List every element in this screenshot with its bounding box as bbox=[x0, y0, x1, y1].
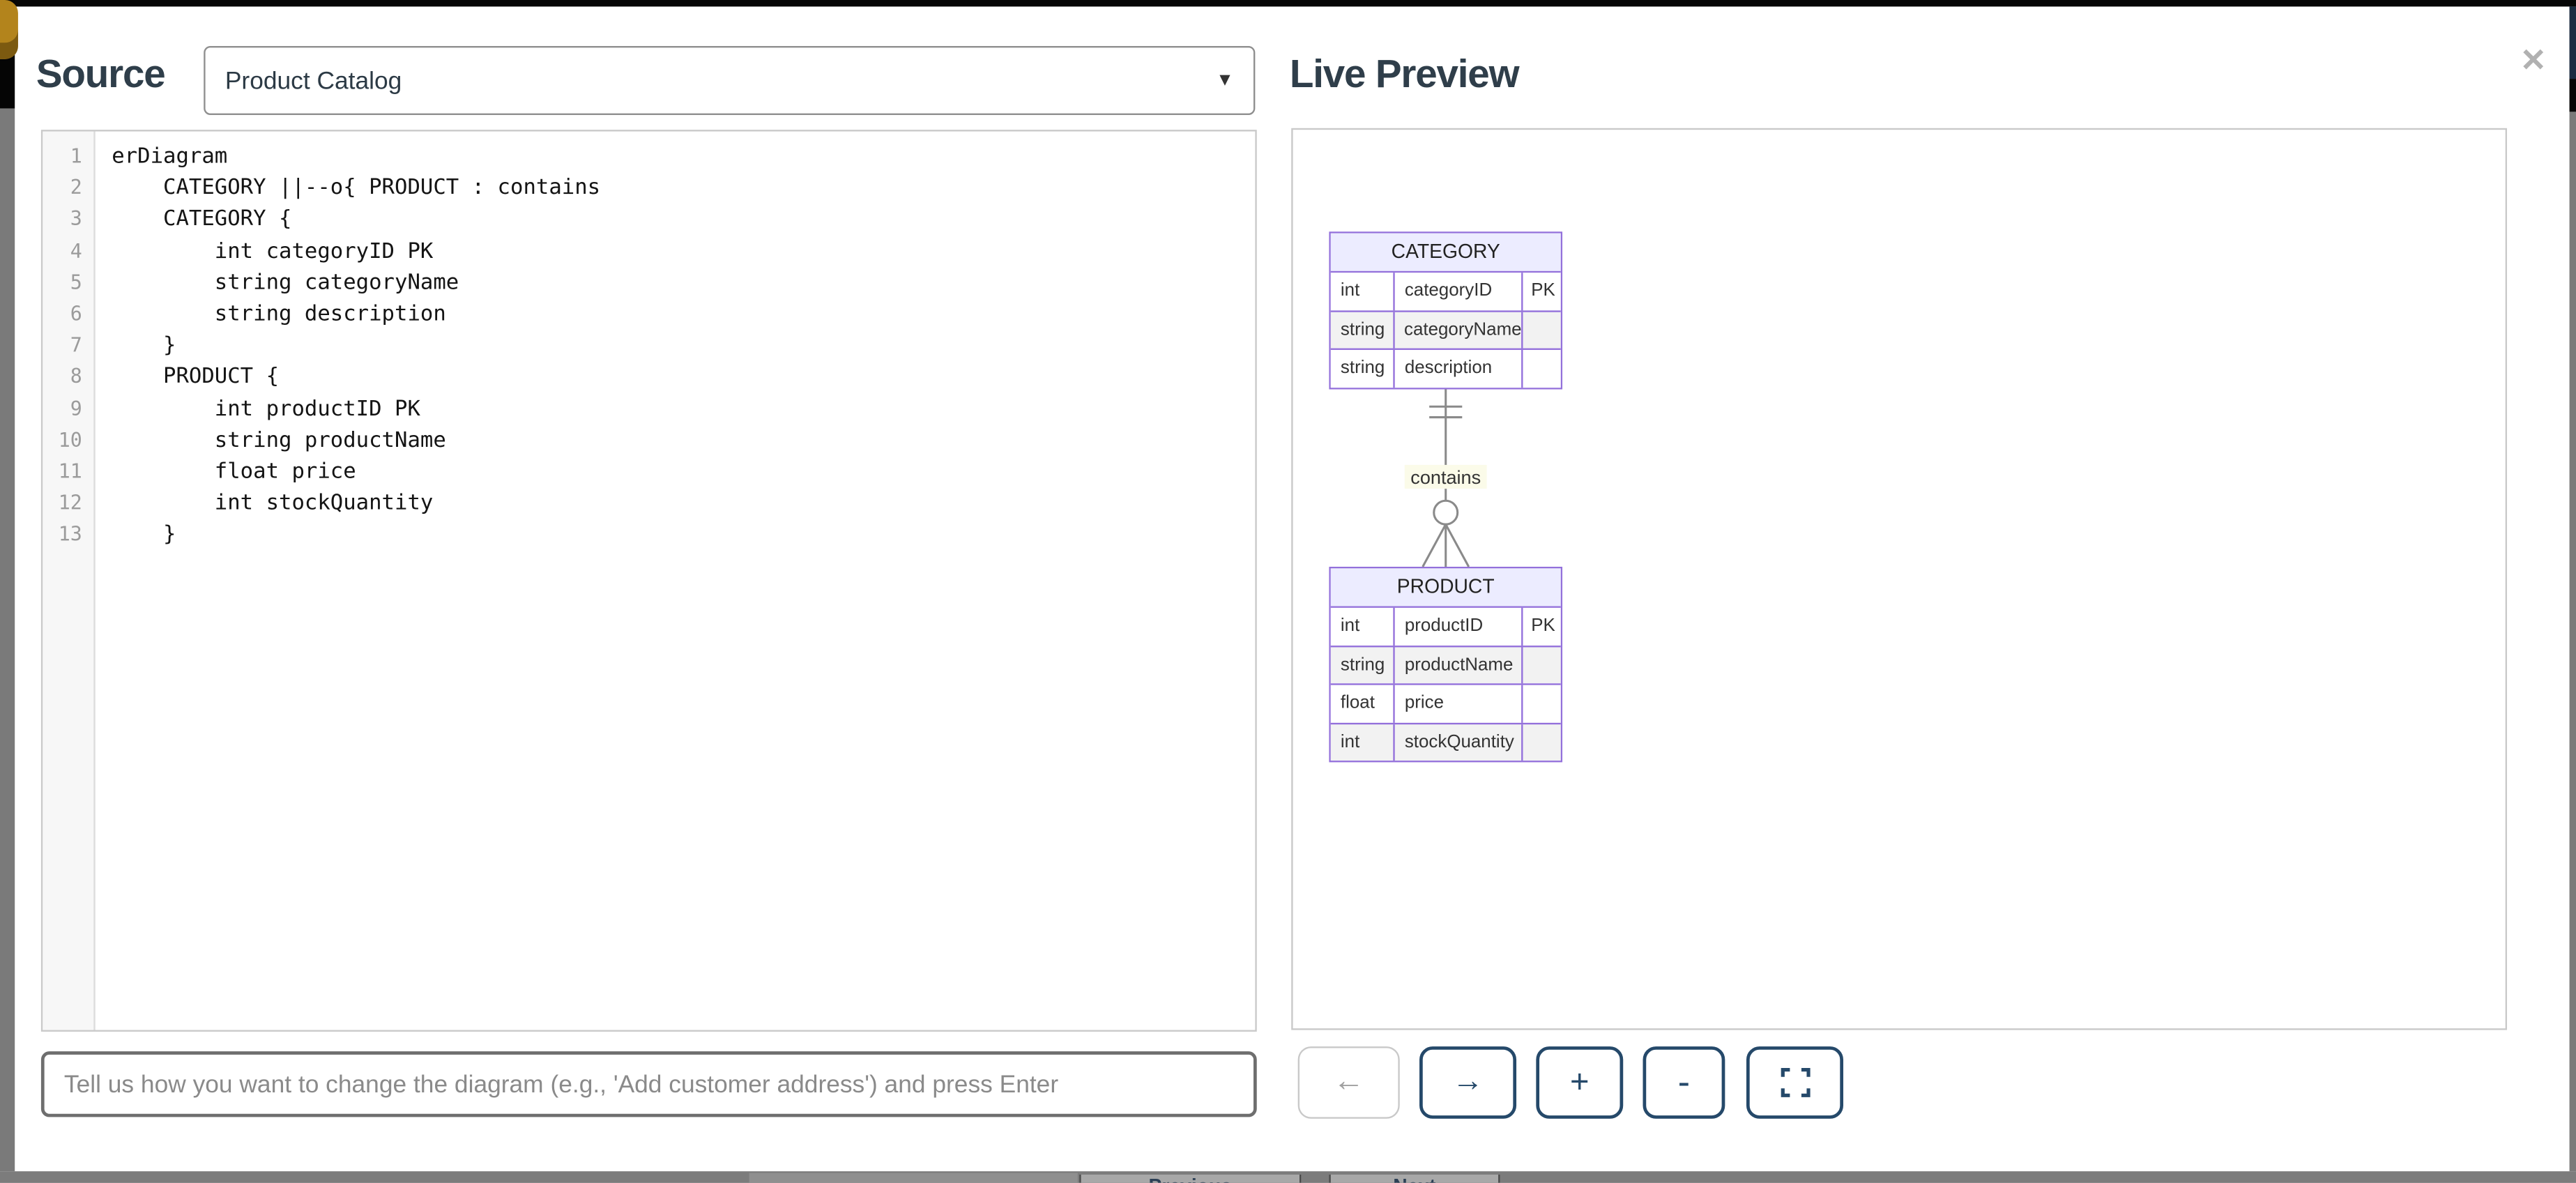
plus-icon: + bbox=[1570, 1063, 1590, 1100]
redo-button[interactable]: → bbox=[1419, 1046, 1517, 1119]
line-number: 9 bbox=[70, 397, 82, 420]
code-line: } bbox=[112, 523, 176, 548]
close-icon[interactable]: ✕ bbox=[2520, 44, 2547, 79]
code-line: int productID PK bbox=[112, 397, 420, 422]
code-line: string categoryName bbox=[112, 270, 459, 296]
attribute-name: categoryName bbox=[1392, 311, 1522, 349]
line-number: 1 bbox=[70, 144, 82, 168]
attribute-name: price bbox=[1393, 685, 1521, 722]
attribute-key: PK bbox=[1521, 607, 1561, 645]
attribute-name: description bbox=[1393, 349, 1521, 387]
relationship-label-bg bbox=[1404, 464, 1487, 489]
change-request-input[interactable] bbox=[40, 1051, 1257, 1117]
next-button-partial[interactable]: Next bbox=[1329, 1174, 1500, 1183]
logo-partial bbox=[0, 0, 18, 59]
background-element-partial bbox=[749, 1173, 1078, 1183]
line-number: 5 bbox=[70, 270, 82, 294]
code-line: CATEGORY ||--o{ PRODUCT : contains bbox=[112, 176, 601, 201]
undo-button[interactable]: ← bbox=[1297, 1046, 1400, 1119]
arrow-right-icon: → bbox=[1452, 1064, 1484, 1099]
arrow-left-icon: ← bbox=[1333, 1064, 1365, 1099]
attribute-name: categoryID bbox=[1393, 273, 1521, 310]
minus-icon: - bbox=[1677, 1061, 1691, 1103]
attribute-type: string bbox=[1340, 358, 1385, 378]
previous-button-partial[interactable]: Previous bbox=[1079, 1174, 1302, 1183]
attribute-key: PK bbox=[1521, 273, 1561, 310]
code-line: PRODUCT { bbox=[112, 365, 280, 390]
line-number: 11 bbox=[58, 459, 82, 483]
code-line: erDiagram bbox=[112, 144, 228, 169]
attribute-name: productID bbox=[1393, 607, 1521, 645]
page-edge-right-navy bbox=[2569, 6, 2576, 79]
code-line: int stockQuantity bbox=[112, 491, 434, 517]
attribute-key bbox=[1521, 685, 1561, 722]
page-edge-top bbox=[0, 0, 2576, 7]
attribute-name: productName bbox=[1393, 646, 1521, 684]
page-edge-right bbox=[2569, 6, 2576, 1172]
page-edge-bottom: Previous Next bbox=[0, 1171, 2576, 1183]
attribute-key bbox=[1521, 646, 1561, 684]
page-edge-right-black bbox=[2569, 79, 2576, 112]
page-edge-left-header bbox=[0, 0, 18, 109]
attribute-type: float bbox=[1340, 693, 1375, 713]
entity-attribute-row: float price bbox=[1330, 683, 1561, 722]
page-edge-left bbox=[0, 108, 15, 1172]
entity-attribute-row: string productName bbox=[1330, 644, 1561, 684]
attribute-key bbox=[1521, 349, 1561, 387]
zoom-out-button[interactable]: - bbox=[1643, 1046, 1725, 1119]
code-line: float price bbox=[112, 459, 356, 485]
code-line: } bbox=[112, 333, 176, 359]
entity-name: CATEGORY bbox=[1330, 233, 1561, 273]
line-number: 6 bbox=[70, 302, 82, 326]
relationship-label: contains bbox=[1410, 466, 1481, 488]
attribute-type: string bbox=[1340, 655, 1385, 675]
attribute-type: string bbox=[1340, 319, 1385, 339]
line-number: 7 bbox=[70, 333, 82, 357]
line-number: 2 bbox=[70, 176, 82, 199]
attribute-key bbox=[1521, 311, 1561, 349]
attribute-name: stockQuantity bbox=[1393, 724, 1521, 761]
entity-name: PRODUCT bbox=[1330, 568, 1561, 608]
zoom-in-button[interactable]: + bbox=[1536, 1046, 1624, 1119]
line-number: 8 bbox=[70, 365, 82, 389]
line-number: 10 bbox=[58, 428, 82, 452]
code-line: CATEGORY { bbox=[112, 207, 292, 233]
line-number: 3 bbox=[70, 207, 82, 231]
live-preview-title: Live Preview bbox=[1289, 52, 1520, 98]
fullscreen-icon bbox=[1780, 1067, 1810, 1097]
entity-attribute-row: int stockQuantity bbox=[1330, 722, 1561, 761]
line-number: 12 bbox=[58, 491, 82, 515]
diagram-select[interactable]: Product Catalog ▼ bbox=[204, 45, 1256, 115]
code-line: string productName bbox=[112, 428, 446, 453]
attribute-type: int bbox=[1340, 616, 1360, 636]
attribute-type: int bbox=[1340, 731, 1360, 752]
attribute-key bbox=[1521, 724, 1561, 761]
fullscreen-button[interactable] bbox=[1746, 1046, 1844, 1119]
er-relationship: contains bbox=[1404, 389, 1487, 567]
editor-code[interactable]: erDiagram CATEGORY ||--o{ PRODUCT : cont… bbox=[96, 132, 1256, 1030]
line-number: 13 bbox=[58, 523, 82, 547]
entity-attribute-row: string description bbox=[1330, 348, 1561, 387]
line-number: 4 bbox=[70, 239, 82, 263]
code-line: int categoryID PK bbox=[112, 239, 434, 264]
diagram-select-value: Product Catalog bbox=[224, 66, 402, 95]
entity-attribute-row: string categoryName bbox=[1330, 310, 1561, 349]
source-panel-title: Source bbox=[36, 52, 166, 98]
attribute-type: int bbox=[1340, 280, 1360, 301]
chevron-down-icon: ▼ bbox=[1216, 70, 1234, 91]
code-line: string description bbox=[112, 302, 446, 327]
